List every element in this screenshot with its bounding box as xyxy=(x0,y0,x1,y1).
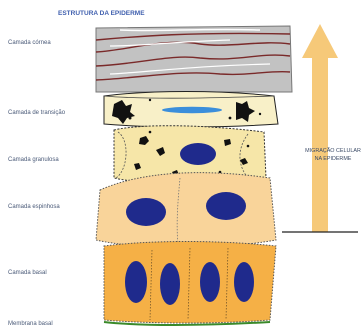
transition-layer xyxy=(104,92,278,128)
layer-label-spinous: Camada espinhosa xyxy=(8,204,60,210)
layer-label-transition: Camada de transição xyxy=(8,110,65,116)
migration-label-line2: NA EPIDERME xyxy=(300,155,363,163)
basal-layer xyxy=(104,242,276,324)
layer-label-granular: Camada granulosa xyxy=(8,157,59,163)
migration-label: MIGRAÇÃO CELULAR NA EPIDERME xyxy=(300,147,363,163)
layer-label-basal: Camada basal xyxy=(8,270,47,276)
spinous-layer xyxy=(96,173,276,248)
migration-label-line1: MIGRAÇÃO CELULAR xyxy=(300,147,363,155)
cornea-layer xyxy=(96,26,292,92)
layer-label-membrane: Membrana basal xyxy=(8,321,53,327)
migration-arrow xyxy=(282,24,358,232)
layer-label-cornea: Camada córnea xyxy=(8,40,51,46)
